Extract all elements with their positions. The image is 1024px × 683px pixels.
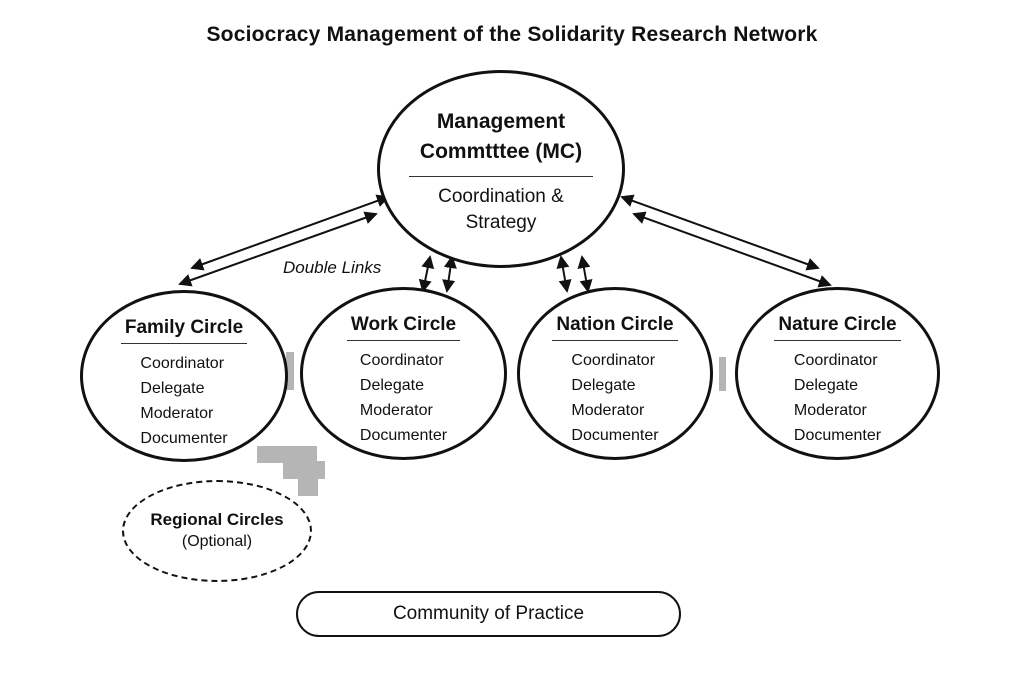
page-title: Sociocracy Management of the Solidarity …	[206, 23, 818, 46]
double-link-work-arrow-1	[418, 255, 435, 293]
double-link-nature-arrow-1	[620, 194, 820, 271]
regional-circles-note: (Optional)	[181, 533, 253, 550]
family-circle-title: Family Circle	[120, 316, 248, 344]
role-documenter: Documenter	[359, 427, 448, 444]
double-link-work-arrow-2	[442, 255, 457, 293]
double-link-nation-arrow-2	[577, 255, 593, 293]
work-circle-roles: Coordinator Delegate Moderator Documente…	[360, 348, 447, 448]
regional-circles: Regional Circles (Optional)	[122, 480, 312, 582]
community-of-practice: Community of Practice	[296, 591, 681, 637]
nation-circle-roles: Coordinator Delegate Moderator Documente…	[571, 348, 658, 448]
nation-circle-title: Nation Circle	[552, 313, 678, 341]
role-delegate: Delegate	[140, 380, 205, 397]
role-delegate: Delegate	[793, 377, 858, 394]
double-links-label: Double Links	[283, 258, 382, 277]
gray-mark-blob-1	[257, 446, 317, 463]
family-circle: Family Circle Coordinator Delegate Moder…	[80, 290, 288, 462]
gray-mark-between-nation-nature	[719, 357, 726, 391]
role-moderator: Moderator	[359, 402, 433, 419]
work-circle-title: Work Circle	[346, 313, 461, 341]
role-documenter: Documenter	[793, 427, 882, 444]
double-link-nation-arrow-1	[556, 255, 572, 293]
nation-circle: Nation Circle Coordinator Delegate Moder…	[517, 287, 713, 460]
regional-circles-title: Regional Circles	[150, 510, 284, 529]
family-circle-roles: Coordinator Delegate Moderator Documente…	[140, 351, 227, 451]
nature-circle: Nature Circle Coordinator Delegate Moder…	[735, 287, 940, 460]
work-circle: Work Circle Coordinator Delegate Moderat…	[300, 287, 507, 460]
management-committee-subtitle: Coordination & Strategy	[438, 186, 564, 233]
double-link-nature-arrow-2	[632, 211, 832, 288]
nature-circle-roles: Coordinator Delegate Moderator Documente…	[794, 348, 881, 448]
management-committee-circle: Management Commtttee (MC) Coordination &…	[377, 70, 625, 268]
role-coordinator: Coordinator	[571, 352, 656, 369]
role-delegate: Delegate	[359, 377, 424, 394]
role-documenter: Documenter	[571, 427, 659, 444]
nature-circle-title: Nature Circle	[774, 313, 901, 341]
role-moderator: Moderator	[571, 402, 645, 419]
community-of-practice-label: Community of Practice	[392, 603, 585, 624]
role-coordinator: Coordinator	[140, 355, 225, 372]
management-committee-divider	[409, 176, 593, 177]
role-moderator: Moderator	[140, 405, 214, 422]
gray-mark-blob-3	[298, 479, 318, 496]
gray-mark-blob-2	[283, 461, 325, 479]
role-coordinator: Coordinator	[793, 352, 878, 369]
role-delegate: Delegate	[571, 377, 636, 394]
management-committee-name: Management Commtttee (MC)	[419, 110, 583, 163]
role-documenter: Documenter	[140, 430, 228, 447]
role-coordinator: Coordinator	[359, 352, 444, 369]
role-moderator: Moderator	[793, 402, 867, 419]
